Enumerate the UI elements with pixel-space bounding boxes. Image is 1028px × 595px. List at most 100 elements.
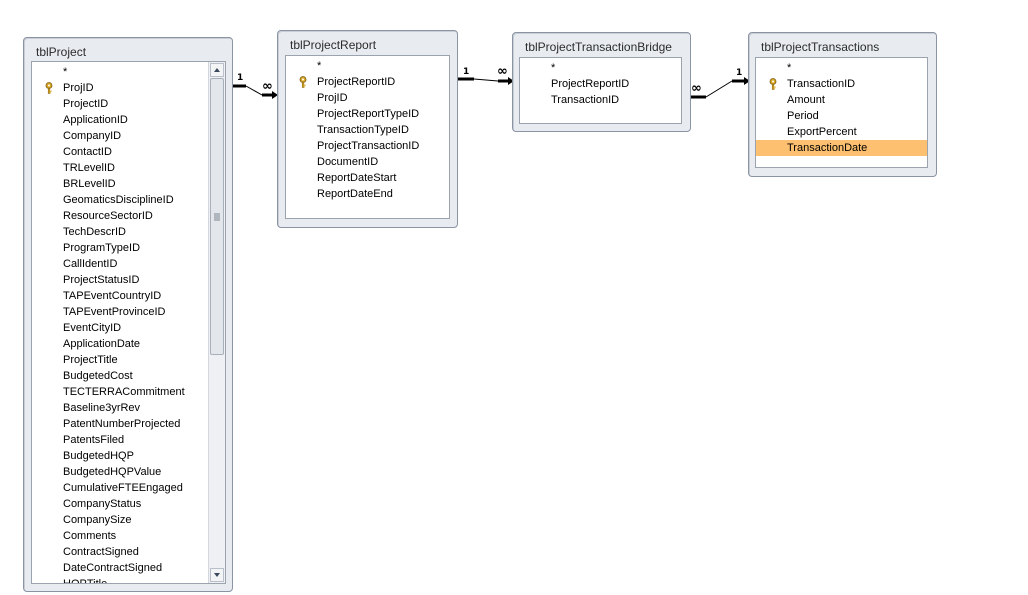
field-item[interactable]: TransactionID bbox=[756, 76, 927, 92]
field-item[interactable]: CallIdentID bbox=[32, 256, 225, 272]
field-label: TransactionID bbox=[551, 94, 620, 106]
field-item[interactable]: Period bbox=[756, 108, 927, 124]
field-item[interactable]: TransactionDate bbox=[756, 140, 927, 156]
field-item[interactable]: CompanySize bbox=[32, 512, 225, 528]
field-item[interactable]: ProgramTypeID bbox=[32, 240, 225, 256]
field-label: * bbox=[317, 60, 322, 72]
field-item[interactable]: PatentsFiled bbox=[32, 432, 225, 448]
field-item[interactable]: ProjectTitle bbox=[32, 352, 225, 368]
rel2-one-label: 1 bbox=[463, 67, 470, 77]
field-label: TRLevelID bbox=[63, 162, 115, 174]
field-item[interactable]: ProjID bbox=[286, 90, 449, 106]
field-item[interactable]: * bbox=[286, 58, 449, 74]
field-item[interactable]: TechDescrID bbox=[32, 224, 225, 240]
field-label: ContactID bbox=[63, 146, 112, 158]
field-item[interactable]: BudgetedHQP bbox=[32, 448, 225, 464]
table-tblProjectTransactions[interactable]: tblProjectTransactions *TransactionID Amo… bbox=[748, 32, 937, 177]
field-item[interactable]: ProjectStatusID bbox=[32, 272, 225, 288]
field-item[interactable]: ProjectTransactionID bbox=[286, 138, 449, 154]
field-label: TransactionTypeID bbox=[317, 124, 409, 136]
field-label: GeomaticsDisciplineID bbox=[63, 194, 174, 206]
field-item[interactable]: TRLevelID bbox=[32, 160, 225, 176]
field-item[interactable]: BudgetedCost bbox=[32, 368, 225, 384]
table-tblProjectTransactionBridge[interactable]: tblProjectTransactionBridge * ProjectRepo… bbox=[512, 32, 691, 132]
field-item[interactable]: Comments bbox=[32, 528, 225, 544]
field-label: ReportDateEnd bbox=[317, 188, 393, 200]
field-list[interactable]: * ProjectReportID TransactionID bbox=[519, 57, 682, 124]
rel1-many-label: ∞ bbox=[262, 79, 273, 94]
field-item[interactable]: PatentNumberProjected bbox=[32, 416, 225, 432]
key-icon bbox=[769, 78, 777, 90]
field-label: ContractSigned bbox=[63, 546, 139, 558]
field-item[interactable]: * bbox=[520, 60, 681, 76]
field-list[interactable]: * ProjectReportID ProjID ProjectReportTypeI… bbox=[285, 55, 450, 219]
field-label: PatentNumberProjected bbox=[63, 418, 181, 430]
field-item[interactable]: Baseline3yrRev bbox=[32, 400, 225, 416]
field-item[interactable]: ContactID bbox=[32, 144, 225, 160]
field-item[interactable]: ApplicationDate bbox=[32, 336, 225, 352]
field-item[interactable]: ApplicationID bbox=[32, 112, 225, 128]
scroll-down-arrow-icon[interactable] bbox=[210, 568, 224, 582]
field-item[interactable]: * bbox=[756, 60, 927, 76]
field-item[interactable]: ReportDateStart bbox=[286, 170, 449, 186]
field-label: ProjID bbox=[317, 92, 348, 104]
field-item[interactable]: CompanyID bbox=[32, 128, 225, 144]
field-label: Amount bbox=[787, 94, 825, 106]
field-item[interactable]: ProjectReportTypeID bbox=[286, 106, 449, 122]
field-item[interactable]: CumulativeFTEEngaged bbox=[32, 480, 225, 496]
field-item[interactable]: DateContractSigned bbox=[32, 560, 225, 576]
scroll-thumb[interactable] bbox=[210, 78, 224, 355]
field-item[interactable]: ContractSigned bbox=[32, 544, 225, 560]
field-item[interactable]: * bbox=[32, 64, 225, 80]
field-item[interactable]: EventCityID bbox=[32, 320, 225, 336]
field-item[interactable]: TransactionID bbox=[520, 92, 681, 108]
field-label: ProjID bbox=[63, 82, 94, 94]
table-tblProject[interactable]: tblProject * ProjID ProjectID ApplicationID… bbox=[23, 37, 233, 592]
field-label: ApplicationID bbox=[63, 114, 128, 126]
field-item[interactable]: ProjectReportID bbox=[520, 76, 681, 92]
table-title[interactable]: tblProjectTransactions bbox=[761, 40, 880, 54]
field-item[interactable]: ProjID bbox=[32, 80, 225, 96]
field-item[interactable]: BRLevelID bbox=[32, 176, 225, 192]
rel2-many-label: ∞ bbox=[497, 64, 508, 79]
table-title[interactable]: tblProjectTransactionBridge bbox=[525, 40, 672, 54]
field-label: ReportDateStart bbox=[317, 172, 397, 184]
field-label: ProjectID bbox=[63, 98, 109, 110]
table-tblProjectReport[interactable]: tblProjectReport * ProjectReportID ProjID P… bbox=[277, 30, 458, 228]
scroll-up-arrow-icon[interactable] bbox=[210, 63, 224, 77]
field-item[interactable]: ExportPercent bbox=[756, 124, 927, 140]
field-list[interactable]: * ProjID ProjectID ApplicationID CompanyID Co… bbox=[31, 61, 226, 584]
relationship-report-bridge[interactable] bbox=[458, 77, 514, 85]
field-item[interactable]: HQPTitle bbox=[32, 576, 225, 584]
field-item[interactable]: TAPEventProvinceID bbox=[32, 304, 225, 320]
field-item[interactable]: TAPEventCountryID bbox=[32, 288, 225, 304]
field-label: Period bbox=[787, 110, 819, 122]
field-item[interactable]: ProjectID bbox=[32, 96, 225, 112]
field-item[interactable]: Amount bbox=[756, 92, 927, 108]
field-item[interactable]: GeomaticsDisciplineID bbox=[32, 192, 225, 208]
field-label: HQPTitle bbox=[63, 578, 108, 584]
field-item[interactable]: TransactionTypeID bbox=[286, 122, 449, 138]
field-item[interactable]: ProjectReportID bbox=[286, 74, 449, 90]
field-label: ProgramTypeID bbox=[63, 242, 141, 254]
field-item[interactable]: BudgetedHQPValue bbox=[32, 464, 225, 480]
field-item[interactable]: TECTERRACommitment bbox=[32, 384, 225, 400]
relationship-bridge-transactions[interactable] bbox=[690, 77, 750, 99]
field-label: ProjectTransactionID bbox=[317, 140, 420, 152]
key-icon bbox=[299, 76, 307, 88]
table-title[interactable]: tblProjectReport bbox=[290, 38, 377, 52]
field-label: ResourceSectorID bbox=[63, 210, 153, 222]
field-label: CompanyStatus bbox=[63, 498, 142, 510]
field-label: Comments bbox=[63, 530, 117, 542]
field-item[interactable]: ReportDateEnd bbox=[286, 186, 449, 202]
vertical-scrollbar[interactable] bbox=[208, 62, 225, 583]
field-item[interactable]: ResourceSectorID bbox=[32, 208, 225, 224]
table-title[interactable]: tblProject bbox=[36, 45, 87, 59]
relationship-project-report[interactable] bbox=[232, 84, 278, 99]
field-label: * bbox=[551, 62, 556, 74]
field-label: TAPEventProvinceID bbox=[63, 306, 166, 318]
field-item[interactable]: CompanyStatus bbox=[32, 496, 225, 512]
field-item[interactable]: DocumentID bbox=[286, 154, 449, 170]
fields-wrapper: * ProjectReportID TransactionID bbox=[520, 60, 681, 108]
